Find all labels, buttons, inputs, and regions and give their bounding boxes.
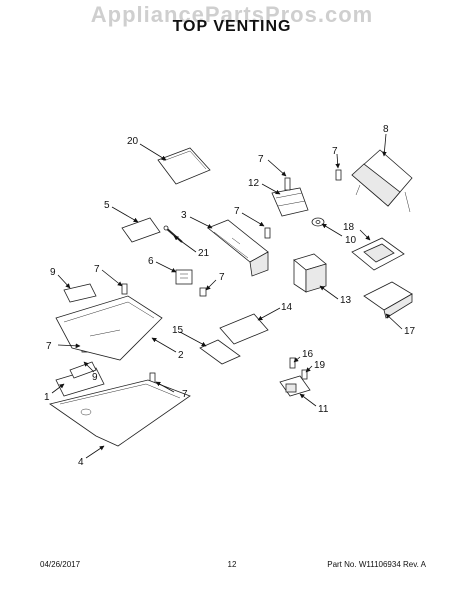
callout-10: 10 bbox=[345, 235, 357, 246]
callout-15: 15 bbox=[172, 325, 184, 336]
part-7-screw-left[interactable] bbox=[121, 283, 128, 295]
callout-19: 19 bbox=[314, 360, 326, 371]
callout-12: 12 bbox=[248, 178, 260, 189]
callout-9-upper: 9 bbox=[50, 267, 56, 278]
callout-5: 5 bbox=[104, 200, 110, 211]
part-18-duct-adapter[interactable] bbox=[351, 237, 405, 271]
part-20-cover-plate[interactable] bbox=[157, 147, 211, 185]
part-16-screw[interactable] bbox=[289, 357, 296, 369]
part-11-switch[interactable] bbox=[279, 375, 311, 397]
footer-date: 04/26/2017 bbox=[40, 560, 81, 569]
callout-18: 18 bbox=[343, 222, 355, 233]
part-15-curved-plate[interactable] bbox=[199, 339, 241, 365]
callout-6: 6 bbox=[148, 256, 154, 267]
callout-7-center: 7 bbox=[219, 272, 225, 283]
footer-page-number: 12 bbox=[227, 560, 237, 569]
part-4-bottom-tray[interactable] bbox=[49, 379, 191, 447]
footer-part-label: Part No. bbox=[327, 560, 357, 569]
callout-7-lower-left: 7 bbox=[46, 341, 52, 352]
callout-21: 21 bbox=[198, 248, 210, 259]
part-3-motor-housing[interactable] bbox=[207, 219, 269, 277]
callout-17: 17 bbox=[404, 326, 416, 337]
callout-4: 4 bbox=[78, 457, 84, 468]
watermark-text: AppliancePartsPros.com bbox=[90, 2, 374, 27]
part-10-washer[interactable] bbox=[311, 217, 325, 227]
part-7-screw-upper-right[interactable] bbox=[335, 169, 342, 181]
part-19-screw[interactable] bbox=[301, 369, 308, 380]
callout-7-upper: 7 bbox=[258, 154, 264, 165]
part-6-connector[interactable] bbox=[175, 269, 193, 285]
part-17-vent-hood[interactable] bbox=[363, 281, 413, 319]
part-2-large-shield[interactable] bbox=[55, 295, 163, 361]
callout-1: 1 bbox=[44, 392, 50, 403]
callout-20: 20 bbox=[127, 136, 139, 147]
callout-7-lower: 7 bbox=[182, 389, 188, 400]
callout-2: 2 bbox=[178, 350, 184, 361]
callout-16: 16 bbox=[302, 349, 314, 360]
part-7-screw-middle[interactable] bbox=[264, 227, 271, 239]
footer-part-value: W11106934 bbox=[358, 560, 401, 569]
footer-revision: Rev. A bbox=[403, 560, 426, 569]
part-12-bracket[interactable] bbox=[271, 177, 309, 217]
footer-part-number: Part No. W11106934 Rev. A bbox=[327, 560, 426, 569]
callout-3: 3 bbox=[181, 210, 187, 221]
callout-14: 14 bbox=[281, 302, 293, 313]
callout-9-lower: 9 bbox=[92, 372, 98, 383]
part-8-vent-duct[interactable] bbox=[351, 149, 413, 213]
callout-7-upper-right: 7 bbox=[332, 146, 338, 157]
part-14-plate[interactable] bbox=[219, 313, 269, 345]
part-5-small-plate[interactable] bbox=[121, 217, 161, 243]
callout-8: 8 bbox=[383, 124, 389, 135]
page-title: TOP VENTING bbox=[172, 18, 292, 35]
callout-13: 13 bbox=[340, 295, 352, 306]
part-9-clip-upper[interactable] bbox=[63, 283, 97, 303]
callout-7-left: 7 bbox=[94, 264, 100, 275]
part-7-screw-center[interactable] bbox=[199, 287, 207, 297]
callout-7-middle: 7 bbox=[234, 206, 240, 217]
callout-11: 11 bbox=[318, 404, 329, 415]
part-13-box-bracket[interactable] bbox=[293, 253, 327, 293]
